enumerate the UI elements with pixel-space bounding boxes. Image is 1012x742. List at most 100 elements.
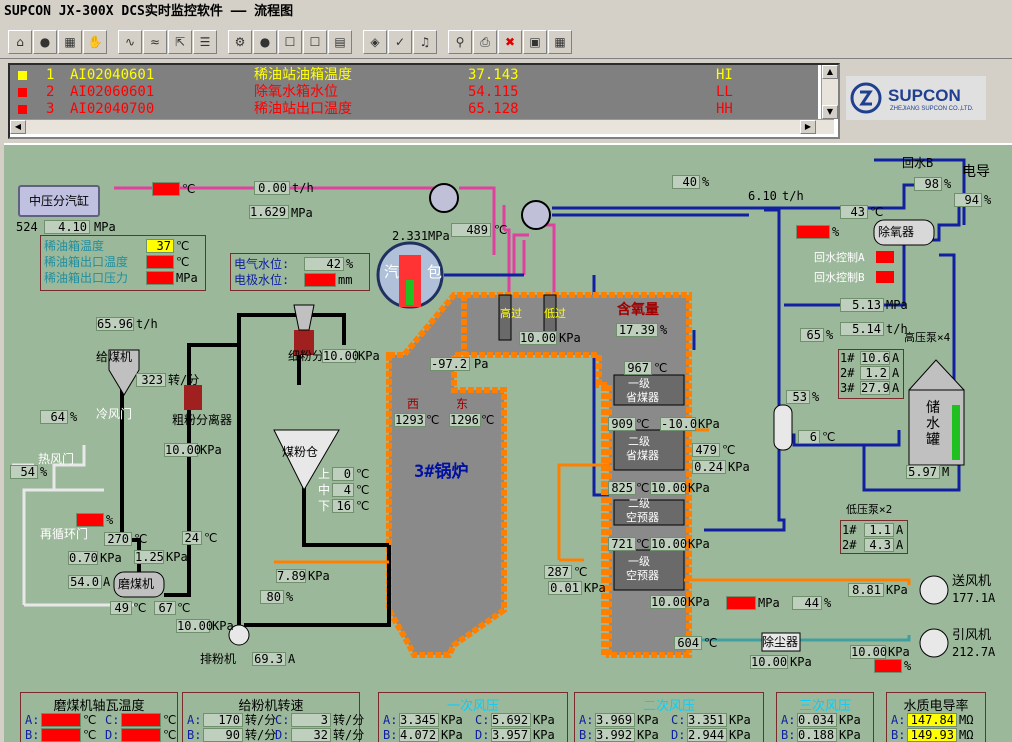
panel-readout[interactable]: 3.345 bbox=[399, 713, 439, 727]
feeder-speed-readout[interactable]: 323 bbox=[136, 373, 166, 387]
return-ctrl-a-indicator[interactable] bbox=[876, 251, 894, 263]
eco-temp-readout[interactable]: 909 bbox=[608, 417, 636, 431]
cold-air-readout[interactable]: 64 bbox=[40, 410, 68, 424]
cold-air-temp-readout[interactable]: 287 bbox=[544, 565, 572, 579]
mill-temp-readout[interactable]: 270 bbox=[104, 532, 132, 546]
trend2-icon[interactable]: ≈ bbox=[143, 30, 167, 54]
cancel-icon[interactable]: ● bbox=[253, 30, 277, 54]
mill-outlet-pressure[interactable]: 1.25 bbox=[134, 550, 164, 564]
feed-valve-readout[interactable]: 40 bbox=[672, 175, 700, 189]
user-icon[interactable]: ● bbox=[33, 30, 57, 54]
aph-pressure-readout[interactable]: 10.00 bbox=[650, 595, 688, 609]
pump-current-readout[interactable]: 1.2 bbox=[860, 366, 890, 380]
panel-readout[interactable]: 170 bbox=[203, 713, 243, 727]
feed-flow-readout[interactable]: 5.14 bbox=[840, 322, 884, 336]
eco-temp-readout[interactable]: 825 bbox=[608, 481, 636, 495]
oil-station-readout[interactable] bbox=[146, 255, 174, 269]
oil-station-readout[interactable]: 37 bbox=[146, 239, 174, 253]
pump-current-readout[interactable]: 1.1 bbox=[864, 523, 894, 537]
network-icon[interactable]: ⚙ bbox=[228, 30, 252, 54]
feed-pressure-readout[interactable]: 5.13 bbox=[840, 298, 884, 312]
level-readout[interactable]: 42 bbox=[304, 257, 344, 271]
coal-flow-readout[interactable]: 65.96 bbox=[96, 317, 134, 331]
west-temp-readout[interactable]: 1293 bbox=[394, 413, 426, 427]
print-icon[interactable]: ⎙ bbox=[473, 30, 497, 54]
drum-temp-readout[interactable]: 489 bbox=[451, 223, 491, 237]
grid-icon[interactable]: ▦ bbox=[58, 30, 82, 54]
steam-flow-readout[interactable]: 0.00 bbox=[254, 181, 290, 195]
coarse-separator-readout[interactable]: 10.00 bbox=[164, 443, 202, 457]
alarm-vscrollbar[interactable]: ▲ ▼ bbox=[821, 65, 838, 119]
feed-valve-readout[interactable]: 65 bbox=[800, 328, 824, 342]
hot-air-pressure-readout[interactable]: 0.24 bbox=[692, 460, 726, 474]
bin-lower-readout[interactable]: 16 bbox=[332, 499, 354, 513]
electrode-readout[interactable] bbox=[304, 273, 336, 287]
panel-readout[interactable]: 5.692 bbox=[491, 713, 531, 727]
scroll-left-icon[interactable]: ◀ bbox=[10, 120, 26, 134]
aph-temp-readout[interactable]: 721 bbox=[608, 537, 636, 551]
bin-mid-readout[interactable]: 4 bbox=[332, 483, 354, 497]
mill-inlet-pressure[interactable]: 0.70 bbox=[68, 551, 98, 565]
pump-current-readout[interactable]: 27.9 bbox=[860, 381, 890, 395]
panel-readout[interactable]: 3.351 bbox=[687, 713, 727, 727]
panel-readout[interactable]: 3.957 bbox=[491, 728, 531, 742]
eco-pressure-readout[interactable]: -10.0 bbox=[660, 417, 698, 431]
eco-temp-readout[interactable]: 967 bbox=[624, 361, 652, 375]
list-icon[interactable]: ☰ bbox=[193, 30, 217, 54]
mill-in-temp[interactable]: 67 bbox=[154, 601, 176, 615]
book-icon[interactable]: ▤ bbox=[328, 30, 352, 54]
hand-icon[interactable]: ✋ bbox=[83, 30, 107, 54]
window-icon[interactable]: ▣ bbox=[523, 30, 547, 54]
eco-pressure-readout[interactable]: 10.00 bbox=[650, 481, 688, 495]
turbine-pressure-readout[interactable]: 4.10 bbox=[44, 220, 90, 234]
return-b-readout[interactable]: 98 bbox=[914, 177, 942, 191]
east-temp-readout[interactable]: 1296 bbox=[449, 413, 481, 427]
hot-air-temp-readout[interactable]: 479 bbox=[692, 443, 720, 457]
panel-readout[interactable]: 0.034 bbox=[797, 713, 837, 727]
find-icon[interactable]: ⚲ bbox=[448, 30, 472, 54]
steam-pressure-readout[interactable]: 1.629 bbox=[249, 205, 289, 219]
alarm-hscrollbar[interactable]: ◀ ▶ bbox=[10, 119, 834, 134]
lock-icon[interactable]: ☐ bbox=[278, 30, 302, 54]
furnace-pressure-readout[interactable]: -97.2 bbox=[430, 357, 470, 371]
exhaust-current-readout[interactable]: 69.3 bbox=[252, 652, 286, 666]
panel-readout[interactable]: 3 bbox=[291, 713, 331, 727]
return-a-readout[interactable]: 94 bbox=[954, 193, 982, 207]
panel-readout[interactable]: 4.072 bbox=[399, 728, 439, 742]
deaerator-level-readout[interactable]: 54.1 bbox=[796, 225, 830, 239]
aph-pressure-readout[interactable]: 10.00 bbox=[650, 537, 688, 551]
flue-temp-readout[interactable]: 604 bbox=[674, 636, 702, 650]
hot-air-readout[interactable]: 54 bbox=[10, 465, 38, 479]
export-icon[interactable]: ⇱ bbox=[168, 30, 192, 54]
diagram-icon[interactable]: ◈ bbox=[363, 30, 387, 54]
tank-level-readout[interactable]: 5.97 bbox=[906, 465, 940, 479]
calc-icon[interactable]: ▦ bbox=[548, 30, 572, 54]
scroll-right-icon[interactable]: ▶ bbox=[800, 120, 816, 134]
panel-readout[interactable] bbox=[41, 713, 81, 727]
id-damper-readout[interactable]: 34 bbox=[874, 659, 902, 673]
bin-upper-readout[interactable]: 0 bbox=[332, 467, 354, 481]
close-icon[interactable]: ✖ bbox=[498, 30, 522, 54]
line-pressure-readout[interactable]: 7.89 bbox=[276, 569, 306, 583]
pump-current-readout[interactable]: 10.6 bbox=[860, 351, 890, 365]
scroll-up-icon[interactable]: ▲ bbox=[822, 65, 838, 79]
fd-damper-readout[interactable]: 44 bbox=[792, 596, 822, 610]
collector-pressure-readout[interactable]: 10.00 bbox=[750, 655, 788, 669]
id-fan-pressure-readout[interactable]: 10.00 bbox=[850, 645, 888, 659]
pump-current-readout[interactable]: 4.3 bbox=[864, 538, 894, 552]
turbine-temp-readout[interactable] bbox=[152, 182, 180, 196]
fd-fan-pressure-readout[interactable]: 8.81 bbox=[848, 583, 884, 597]
valve-temp-readout[interactable]: 6 bbox=[798, 430, 820, 444]
trend-icon[interactable]: ∿ bbox=[118, 30, 142, 54]
recirc-readout[interactable]: 73 bbox=[76, 513, 104, 527]
mill-out-temp[interactable]: 24 bbox=[182, 531, 202, 545]
mill-in-temp[interactable]: 49 bbox=[110, 601, 132, 615]
scroll-down-icon[interactable]: ▼ bbox=[822, 105, 838, 119]
oxygen-readout[interactable]: 17.39 bbox=[616, 323, 658, 337]
sh-pressure-readout[interactable]: 10.00 bbox=[519, 331, 557, 345]
exhaust-pressure-readout[interactable]: 10.00 bbox=[176, 619, 214, 633]
panel-readout[interactable]: 147.84 bbox=[907, 713, 957, 727]
sound-icon[interactable]: ♫ bbox=[413, 30, 437, 54]
